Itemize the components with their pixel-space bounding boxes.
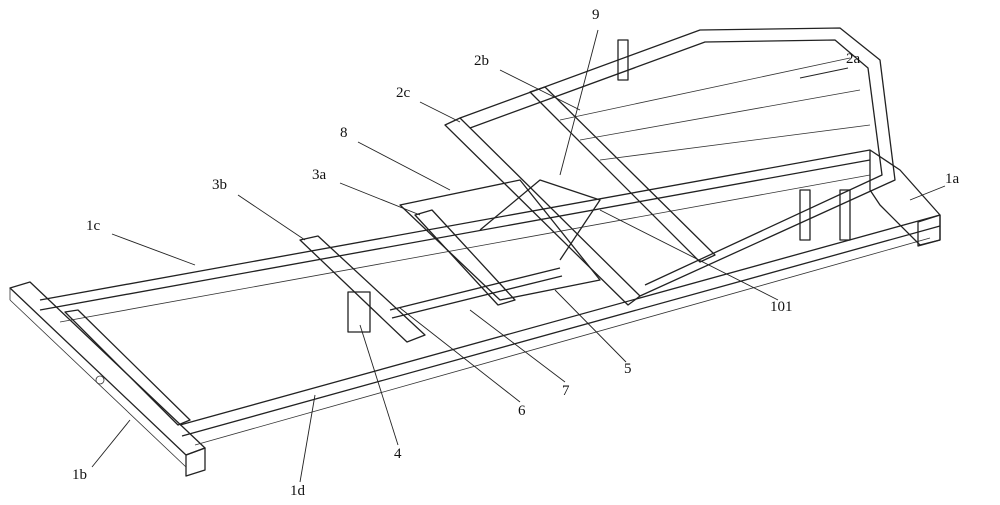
label-6: 6 bbox=[518, 403, 526, 419]
rail-1d bbox=[179, 214, 941, 446]
label-2a: 2a bbox=[846, 51, 861, 67]
member-8 bbox=[414, 209, 516, 306]
leader-lines bbox=[91, 29, 946, 483]
crossbar-2b bbox=[529, 86, 716, 263]
actuator-7 bbox=[389, 267, 561, 311]
label-4: 4 bbox=[394, 446, 402, 462]
end-1a bbox=[869, 149, 941, 247]
rail-1c bbox=[39, 149, 871, 323]
label-7: 7 bbox=[562, 383, 570, 399]
label-101: 101 bbox=[770, 299, 793, 315]
label-9: 9 bbox=[592, 7, 600, 23]
label-1a: 1a bbox=[945, 171, 960, 187]
label-2b: 2b bbox=[474, 53, 489, 69]
bracket-4 bbox=[347, 291, 371, 333]
label-5: 5 bbox=[624, 361, 632, 377]
label-3b: 3b bbox=[212, 177, 227, 193]
label-1d: 1d bbox=[290, 483, 305, 499]
crossbar-3b bbox=[299, 235, 426, 343]
label-8: 8 bbox=[340, 125, 348, 141]
label-2c: 2c bbox=[396, 85, 411, 101]
link-9 bbox=[479, 179, 601, 261]
crossbar-left bbox=[64, 309, 191, 426]
end-crossbar-1b bbox=[9, 281, 206, 477]
plate-3a bbox=[399, 179, 601, 301]
label-1c: 1c bbox=[86, 218, 101, 234]
label-3a: 3a bbox=[312, 167, 327, 183]
upper-frame-2 bbox=[444, 27, 896, 306]
label-1b: 1b bbox=[72, 467, 87, 483]
